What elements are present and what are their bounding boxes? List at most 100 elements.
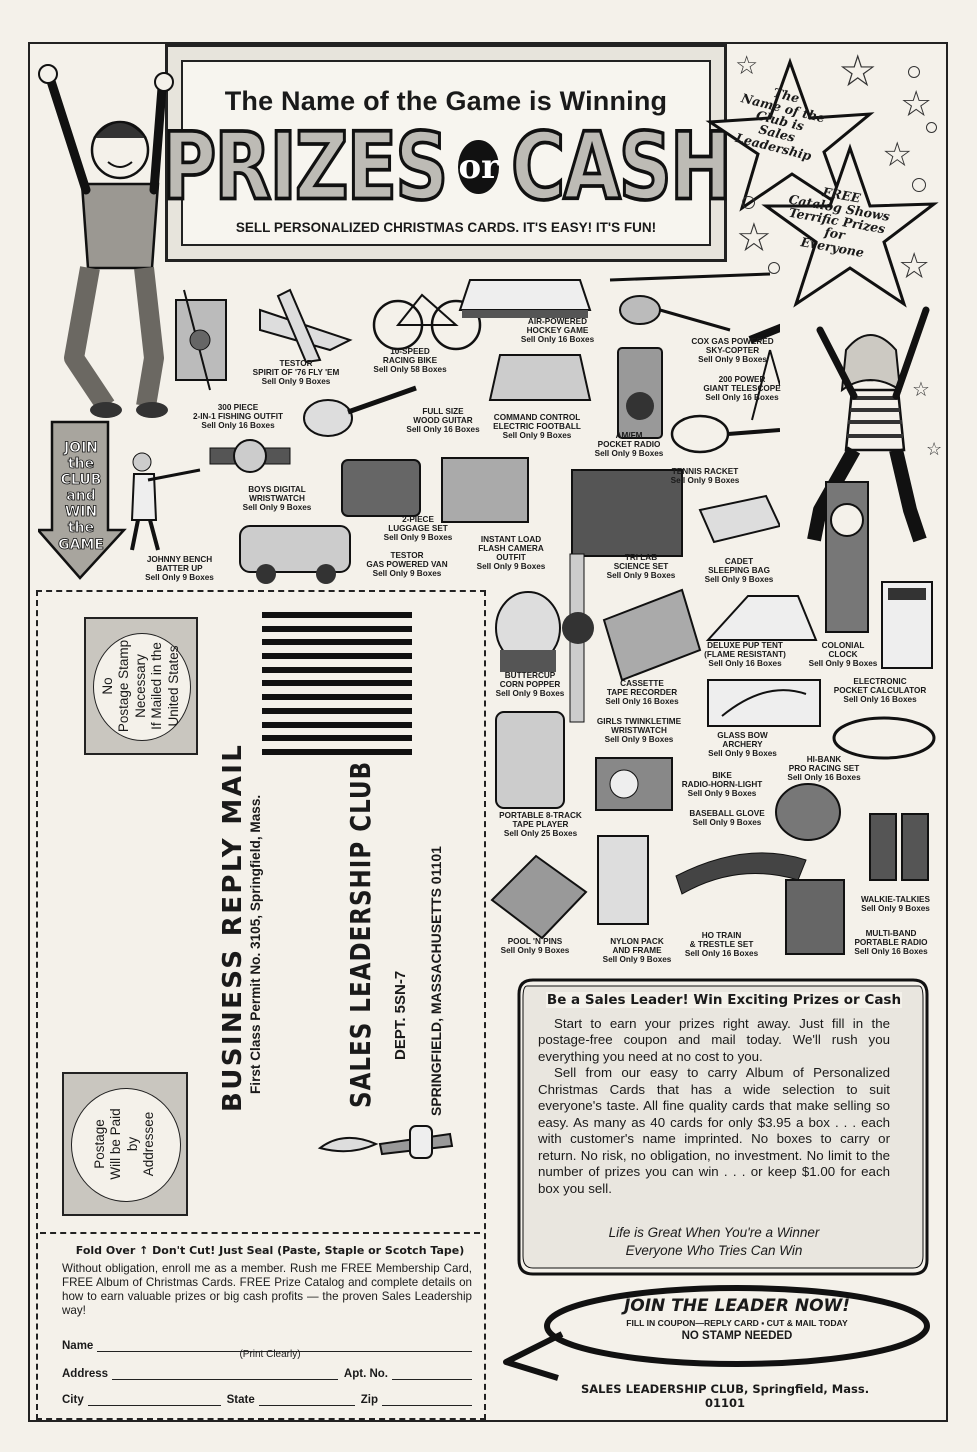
digital-wristwatch-icon: [209, 439, 291, 473]
bike-radio-icon: [595, 757, 673, 811]
join-club-arrow: [38, 420, 127, 580]
bike-icon: [372, 293, 482, 351]
club-name-address: SALES LEADERSHIP CLUB: [346, 760, 378, 1108]
address-input[interactable]: [112, 1369, 338, 1380]
luggage-icon: [341, 459, 421, 517]
header-tagline: SELL PERSONALIZED CHRISTMAS CARDS. IT'S …: [235, 220, 657, 235]
join-leader-title: JOIN THE LEADER NOW!: [623, 1296, 851, 1316]
prize-label: DELUXE PUP TENT (FLAME RESISTANT)Sell On…: [704, 641, 786, 668]
nylon-pack-icon: [597, 835, 649, 925]
girls-wristwatch-icon: [562, 553, 594, 723]
zip-input[interactable]: [382, 1395, 472, 1406]
fold-instructions: Fold Over ↑ Don't Cut! Just Seal (Paste,…: [75, 1244, 465, 1257]
pocket-radio-icon: [617, 347, 663, 439]
stamp-circle: [93, 633, 191, 741]
van-icon: [239, 525, 351, 584]
permit-text: First Class Permit No. 3105, Springfield…: [248, 794, 263, 1094]
pool-n-pins-icon: [490, 854, 588, 940]
page-border: [28, 42, 948, 1422]
tennis-racket-icon: [670, 414, 780, 454]
city-field-row: City State Zip: [62, 1390, 472, 1406]
address-field-row: Address Apt. No.: [62, 1364, 472, 1380]
header-inner: The Name of the Game is Winning PRIZES o…: [161, 60, 733, 246]
football-game-icon: [488, 354, 592, 401]
torch-icon: [317, 1125, 454, 1159]
postage-stamp-box-top: No Postage Stamp Necessary If Mailed in …: [84, 617, 198, 755]
zip-label: Zip: [360, 1394, 378, 1406]
postage-stamp-box-bottom: Postage Will be Paid by Addressee: [62, 1072, 188, 1216]
fishing-outfit-icon: [175, 289, 227, 391]
postage-paid-text: Postage Will be Paid by Addressee: [92, 1108, 157, 1180]
sales-leader-motto: Life is Great When You're a Winner Every…: [538, 1224, 890, 1259]
prize-illustrations-top: [175, 272, 780, 584]
apt-input[interactable]: [392, 1369, 472, 1380]
name-input[interactable]: [97, 1341, 472, 1352]
8-track-player-icon: [495, 711, 565, 809]
star-icon: ☆: [898, 245, 931, 286]
guitar-icon: [303, 385, 417, 437]
reply-coupon[interactable]: [36, 590, 486, 1420]
business-reply-title: BUSINESS REPLY MAIL: [218, 742, 248, 1112]
sales-leader-paragraph: Start to earn your prizes right away. Ju…: [538, 1016, 890, 1064]
reply-mail-bars: [262, 612, 412, 764]
join-club-text: JOIN the CLUB and WIN the GAME: [58, 440, 105, 553]
prizes-word: PRIZES: [161, 111, 450, 222]
prize-illustrations-right: [490, 481, 936, 955]
dept-text: DEPT. 5SN-7: [392, 970, 409, 1060]
sales-leader-paragraph: Sell from our easy to carry Album of Per…: [538, 1065, 890, 1196]
star-icon: ☆: [900, 83, 933, 124]
star-icon: ☆: [926, 439, 943, 459]
star-icon: ☆: [838, 47, 878, 96]
sales-leader-box: [517, 978, 929, 1276]
name-label: Name: [62, 1340, 94, 1352]
name-field-row: Name: [62, 1336, 472, 1352]
sales-leader-body: Start to earn your prizes right away. Ju…: [538, 1016, 890, 1197]
sky-copter-icon: [609, 272, 771, 332]
star-icon: ☆: [882, 136, 913, 174]
archery-icon: [707, 679, 821, 727]
join-leader-callout[interactable]: JOIN THE LEADER NOW! FILL IN COUPON—REPL…: [592, 1296, 882, 1342]
no-postage-text: No Postage Stamp Necessary If Mailed in …: [99, 639, 181, 733]
boy-jumping-illustration: [38, 64, 174, 418]
print-clearly-hint: (Print Clearly): [239, 1349, 301, 1360]
sales-leader-title: Be a Sales Leader! Win Exciting Prizes o…: [546, 992, 902, 1008]
city-input[interactable]: [87, 1395, 221, 1406]
coupon-body-text: Without obligation, enroll me as a membe…: [62, 1262, 472, 1317]
join-leader-line1: FILL IN COUPON—REPLY CARD ▪ CUT & MAIL T…: [626, 1318, 848, 1328]
sleeping-bag-icon: [698, 494, 780, 544]
bubble-icon: [742, 196, 755, 209]
state-input[interactable]: [258, 1395, 355, 1406]
motto-line: Life is Great When You're a Winner: [608, 1225, 820, 1240]
club-star-shape: [705, 57, 875, 212]
city-address-text: SPRINGFIELD, MASSACHUSETTS 01101: [428, 846, 444, 1116]
calculator-icon: [881, 581, 933, 669]
batter-up-icon: [130, 452, 201, 551]
state-label: State: [226, 1394, 255, 1406]
tape-recorder-icon: [602, 588, 702, 682]
motto-line: Everyone Who Tries Can Win: [625, 1242, 803, 1258]
